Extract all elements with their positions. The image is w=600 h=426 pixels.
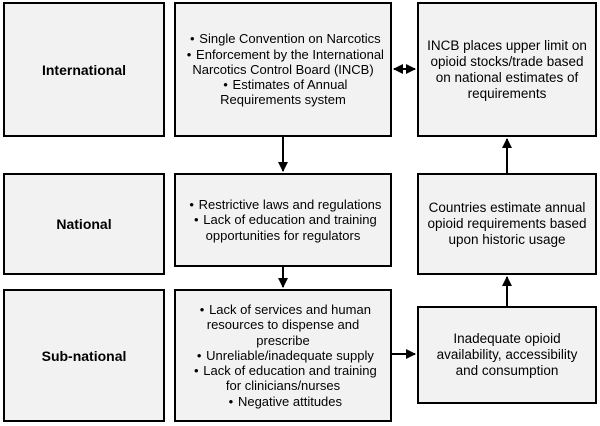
level-subnational-box: Sub-national [3,289,165,422]
incb-limit-text: INCB places upper limit on opioid stocks… [427,37,587,101]
subnational-factors-list: •Lack of services and human resources to… [176,302,390,408]
list-item: •Unreliable/inadequate supply [196,347,374,363]
inadequate-availability-text: Inadequate opioid availability, accessib… [436,331,578,378]
level-international-label: International [41,61,126,78]
international-factors-box: •Single Convention on Narcotics •Enforce… [174,2,392,137]
list-item: •Lack of education and training for clin… [193,363,377,394]
incb-limit-box: INCB places upper limit on opioid stocks… [417,2,597,137]
level-national-box: National [3,173,165,275]
inadequate-availability-box: Inadequate opioid availability, accessib… [417,306,597,404]
level-national-label: National [56,216,112,232]
level-subnational-label: Sub-national [41,347,127,364]
list-item: •Negative attitudes [228,393,343,409]
list-item: •Estimates of Annual Requirements system [220,77,348,108]
level-international-box: International [3,2,165,137]
national-factors-box: •Restrictive laws and regulations •Lack … [174,173,392,267]
international-factors-list: •Single Convention on Narcotics •Enforce… [176,31,390,107]
national-factors-list: •Restrictive laws and regulations •Lack … [176,197,390,243]
list-item: •Lack of education and training opportun… [193,212,377,243]
country-estimates-box: Countries estimate annual opioid require… [417,173,597,275]
list-item: •Lack of services and human resources to… [199,302,371,348]
list-item: •Restrictive laws and regulations [189,197,382,213]
list-item: •Enforcement by the International Narcot… [186,46,384,77]
subnational-factors-box: •Lack of services and human resources to… [174,289,392,422]
list-item: •Single Convention on Narcotics [190,31,381,47]
country-estimates-text: Countries estimate annual opioid require… [427,200,587,247]
